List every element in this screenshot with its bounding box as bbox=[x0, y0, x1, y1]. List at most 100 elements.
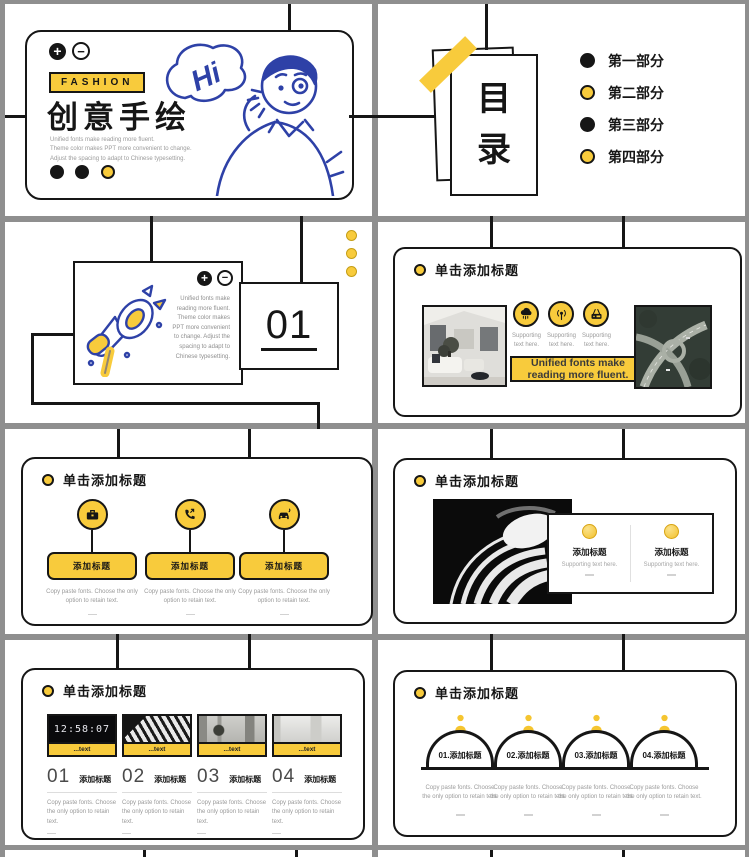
dot-black bbox=[75, 165, 90, 179]
slide-header: 单击添加标题 bbox=[414, 683, 519, 702]
slide-header: 单击添加标题 bbox=[414, 260, 519, 279]
header-dot-icon bbox=[42, 684, 54, 697]
deco-dot bbox=[346, 266, 357, 277]
icon-caption: Supporting text here. bbox=[581, 333, 612, 349]
cover-window-controls: + − bbox=[49, 42, 90, 60]
photo-tag: ...text bbox=[272, 742, 342, 757]
slide-icons-photos[interactable]: 单击添加标题 bbox=[393, 247, 742, 417]
connector-line bbox=[295, 850, 298, 857]
dome-shape[interactable] bbox=[494, 730, 562, 767]
placeholder-dash bbox=[272, 832, 281, 835]
divider-line bbox=[197, 792, 267, 793]
minus-icon: − bbox=[217, 270, 233, 286]
connector-line bbox=[31, 333, 73, 336]
cell-photo-card: 单击添加标题 bbox=[378, 429, 745, 634]
overlay-card[interactable]: 添加标题 Supporting text here. 添加标题 Supporti… bbox=[547, 513, 714, 594]
column-label: 添加标题 bbox=[304, 775, 337, 784]
connector-line bbox=[485, 4, 488, 50]
slide-header: 单击添加标题 bbox=[42, 470, 147, 489]
megaphone-illustration bbox=[86, 284, 167, 377]
column-label: 添加标题 bbox=[154, 775, 187, 784]
column-label: 添加标题 bbox=[229, 775, 262, 784]
toc-list: 第一部分 第二部分 第三部分 第四部分 bbox=[580, 53, 664, 182]
column-number: 04 bbox=[272, 766, 296, 787]
divider-line bbox=[122, 792, 192, 793]
slide-three-items[interactable]: 单击添加标题 添加标题 Copy paste fonts. Choose the… bbox=[21, 457, 373, 626]
connector-line bbox=[622, 634, 625, 670]
item-body: Copy paste fonts. Choose the only option… bbox=[238, 589, 330, 605]
plus-icon: + bbox=[197, 270, 212, 286]
toc-item-label: 第三部分 bbox=[608, 118, 664, 134]
connector-line bbox=[248, 634, 251, 668]
column-body: Copy paste fonts. Choose the only option… bbox=[47, 800, 117, 825]
card-label: 添加标题 bbox=[654, 547, 689, 557]
photo-bw-stripes bbox=[122, 714, 192, 744]
placeholder-dash bbox=[47, 832, 56, 835]
person-icon bbox=[523, 714, 534, 731]
dome-body: Copy paste fonts. Choose the only option… bbox=[490, 785, 566, 801]
toc-title-char: 目 bbox=[477, 81, 511, 118]
connector-line bbox=[150, 216, 153, 261]
connector-line bbox=[117, 429, 120, 457]
dome-shape[interactable] bbox=[426, 730, 494, 767]
section-desc: Unified fonts make reading more fluent. … bbox=[172, 296, 230, 360]
connector-line bbox=[622, 216, 625, 247]
photo-tag: ...text bbox=[47, 742, 117, 757]
item-label-bar[interactable]: 添加标题 bbox=[239, 552, 329, 580]
bullet-yellow bbox=[580, 149, 595, 164]
dome-body: Copy paste fonts. Choose the only option… bbox=[626, 785, 702, 801]
placeholder-dash bbox=[87, 613, 97, 616]
section-number-box[interactable]: 01 bbox=[239, 282, 339, 370]
card-item: 添加标题 Supporting text here. bbox=[549, 515, 630, 592]
toc-item[interactable]: 第一部分 bbox=[580, 53, 664, 70]
column-label: 添加标题 bbox=[79, 775, 112, 784]
dome-shape[interactable] bbox=[562, 730, 630, 767]
baseline bbox=[421, 767, 709, 770]
cover-title: 创意手绘 bbox=[47, 100, 191, 135]
cover-desc-line: Adjust the spacing to adapt to Chinese t… bbox=[50, 155, 186, 162]
slide-four-columns[interactable]: 单击添加标题 12:58:07 ...text 01 添加标题 Copy pas… bbox=[21, 668, 365, 840]
cell-domes: 单击添加标题 01.添加标题 02.添加标题 03.添加标题 04.添加标题 C… bbox=[378, 640, 745, 845]
connector-line bbox=[31, 402, 319, 405]
slide-domes[interactable]: 单击添加标题 01.添加标题 02.添加标题 03.添加标题 04.添加标题 C… bbox=[393, 670, 737, 837]
header-dot-icon bbox=[414, 474, 426, 487]
photo-tag: ...text bbox=[197, 742, 267, 757]
toc-paper-front: 目 录 bbox=[450, 54, 538, 196]
connector-stem bbox=[282, 530, 286, 552]
dot-yellow bbox=[100, 165, 115, 179]
toc-item[interactable]: 第二部分 bbox=[580, 85, 664, 102]
column-number: 03 bbox=[197, 766, 221, 787]
cloud-rain-icon bbox=[513, 301, 539, 327]
dome-shape[interactable] bbox=[630, 730, 698, 767]
cell-toc[interactable]: 目 录 第一部分 第二部分 第三部分 第四部分 bbox=[378, 4, 745, 216]
connector-line bbox=[248, 429, 251, 457]
coin-icon bbox=[664, 524, 679, 539]
placeholder-dash bbox=[524, 814, 533, 816]
connector-line bbox=[31, 333, 34, 404]
slide-photo-card[interactable]: 单击添加标题 bbox=[393, 458, 737, 624]
cover-desc-line: Unified fonts make reading more fluent. bbox=[50, 137, 155, 143]
photo-gray-room bbox=[272, 714, 342, 744]
photo-interior-living-room bbox=[422, 305, 507, 387]
item-label-bar[interactable]: 添加标题 bbox=[145, 552, 235, 580]
toc-item[interactable]: 第三部分 bbox=[580, 117, 664, 134]
header-dot-icon bbox=[414, 263, 426, 276]
radio-icon bbox=[583, 301, 609, 327]
card-item: 添加标题 Supporting text here. bbox=[631, 515, 712, 592]
section-card[interactable]: + − Unified fonts make rea bbox=[73, 261, 243, 385]
cell-next-row-partial bbox=[378, 850, 745, 857]
icon-caption: Supporting text here. bbox=[546, 333, 577, 349]
item-body: Copy paste fonts. Choose the only option… bbox=[46, 589, 138, 605]
cell-three-items: 单击添加标题 添加标题 Copy paste fonts. Choose the… bbox=[5, 429, 373, 634]
item-label-bar[interactable]: 添加标题 bbox=[47, 552, 137, 580]
placeholder-dash bbox=[660, 814, 669, 816]
slide-title: 单击添加标题 bbox=[435, 474, 520, 489]
cell-next-row-partial bbox=[5, 850, 372, 857]
placeholder-dash bbox=[185, 613, 195, 616]
slide-cover[interactable]: + − FASHION 创意手绘 Unified fonts make read… bbox=[25, 30, 354, 200]
slide-title: 单击添加标题 bbox=[63, 473, 148, 488]
slide-title: 单击添加标题 bbox=[435, 263, 520, 278]
person-icon bbox=[591, 714, 602, 731]
toc-item[interactable]: 第四部分 bbox=[580, 149, 664, 166]
